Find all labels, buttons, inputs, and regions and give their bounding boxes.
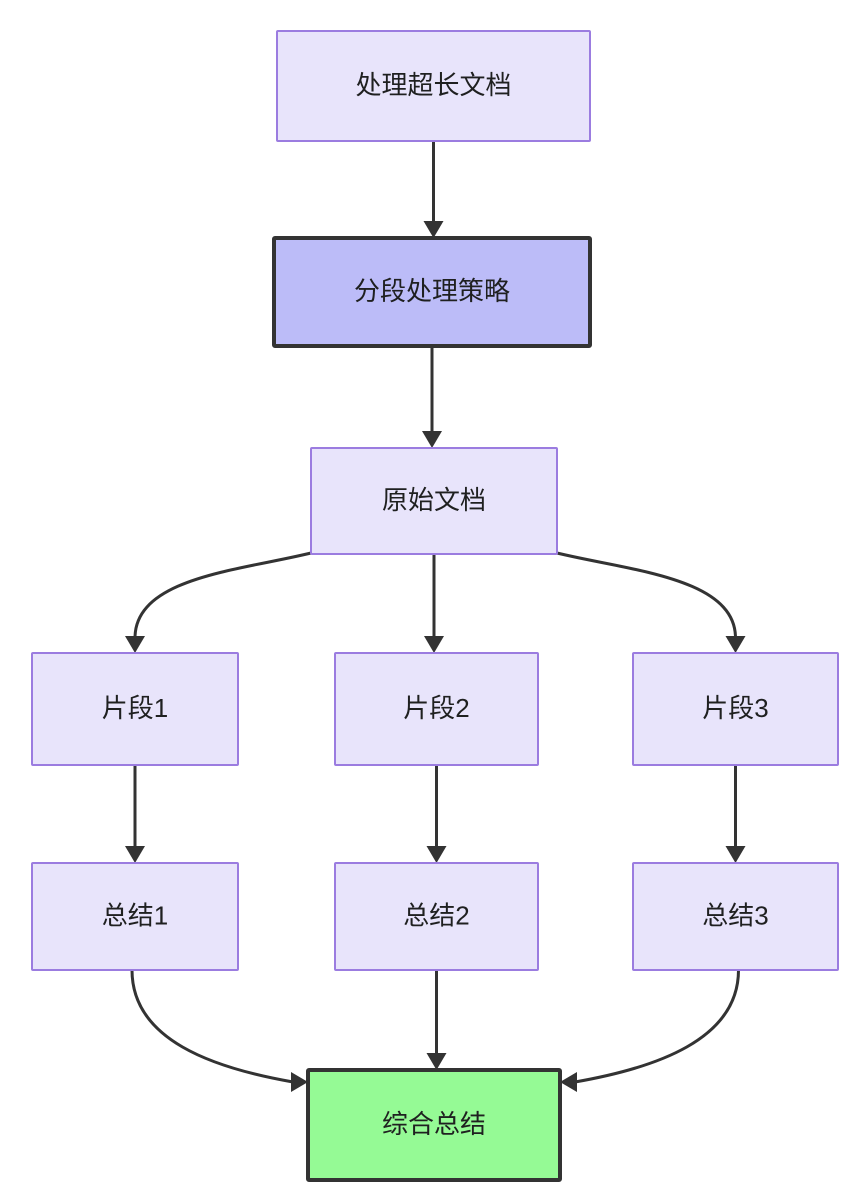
- node-label-chunk-strategy: 分段处理策略: [354, 276, 510, 306]
- edge-fragment-1-to-summary-1-arrowhead: [125, 846, 145, 863]
- node-box-summary-3[interactable]: [632, 862, 839, 971]
- node-label-summary-2: 总结2: [403, 900, 469, 930]
- node-final-summary[interactable]: 综合总结: [306, 1068, 562, 1182]
- node-box-chunk-strategy[interactable]: [272, 236, 592, 348]
- node-label-doc-root: 处理超长文档: [355, 70, 511, 100]
- node-box-fragment-2[interactable]: [334, 652, 539, 766]
- node-label-fragment-3: 片段3: [702, 693, 768, 723]
- edge-summary-1-to-final-summary: [130, 969, 294, 1084]
- node-label-summary-3: 总结3: [702, 900, 768, 930]
- edge-chunk-strategy-to-source-doc-arrowhead: [422, 431, 442, 448]
- node-box-final-summary[interactable]: [306, 1068, 562, 1182]
- node-label-source-doc: 原始文档: [382, 485, 486, 515]
- node-source-doc[interactable]: 原始文档: [310, 447, 558, 555]
- edge-fragment-3-to-summary-3-arrowhead: [725, 846, 746, 863]
- node-fragment-2[interactable]: 片段2: [334, 652, 539, 766]
- edge-source-doc-to-fragment-1: [133, 550, 316, 639]
- edge-doc-root-to-chunk-strategy-arrowhead: [423, 221, 444, 238]
- edge-layer: [125, 141, 746, 1092]
- node-summary-3[interactable]: 总结3: [632, 862, 839, 971]
- edge-fragment-2-to-summary-2-arrowhead: [426, 846, 447, 863]
- node-summary-1[interactable]: 总结1: [31, 862, 239, 971]
- edge-summary-3-to-final-summary-arrowhead: [560, 1072, 577, 1092]
- node-box-fragment-3[interactable]: [632, 652, 839, 766]
- edge-summary-1-to-final-summary-arrowhead: [291, 1072, 308, 1092]
- edge-source-doc-to-fragment-2-arrowhead: [424, 636, 444, 653]
- node-label-fragment-2: 片段2: [403, 693, 469, 723]
- node-box-summary-2[interactable]: [334, 862, 539, 971]
- edge-source-doc-to-fragment-3: [552, 550, 737, 639]
- node-label-fragment-1: 片段1: [102, 693, 168, 723]
- edge-source-doc-to-fragment-1-arrowhead: [125, 636, 145, 653]
- node-fragment-1[interactable]: 片段1: [31, 652, 239, 766]
- node-fragment-3[interactable]: 片段3: [632, 652, 839, 766]
- node-chunk-strategy[interactable]: 分段处理策略: [272, 236, 592, 348]
- node-box-fragment-1[interactable]: [31, 652, 239, 766]
- edge-summary-3-to-final-summary: [574, 969, 740, 1084]
- node-box-doc-root[interactable]: [276, 30, 591, 142]
- node-doc-root[interactable]: 处理超长文档: [276, 30, 591, 142]
- node-label-summary-1: 总结1: [102, 900, 168, 930]
- edge-summary-2-to-final-summary-arrowhead: [426, 1053, 447, 1070]
- node-summary-2[interactable]: 总结2: [334, 862, 539, 971]
- edge-source-doc-to-fragment-3-arrowhead: [725, 636, 746, 653]
- node-box-summary-1[interactable]: [31, 862, 239, 971]
- node-box-source-doc[interactable]: [310, 447, 558, 555]
- node-label-final-summary: 综合总结: [382, 1109, 486, 1139]
